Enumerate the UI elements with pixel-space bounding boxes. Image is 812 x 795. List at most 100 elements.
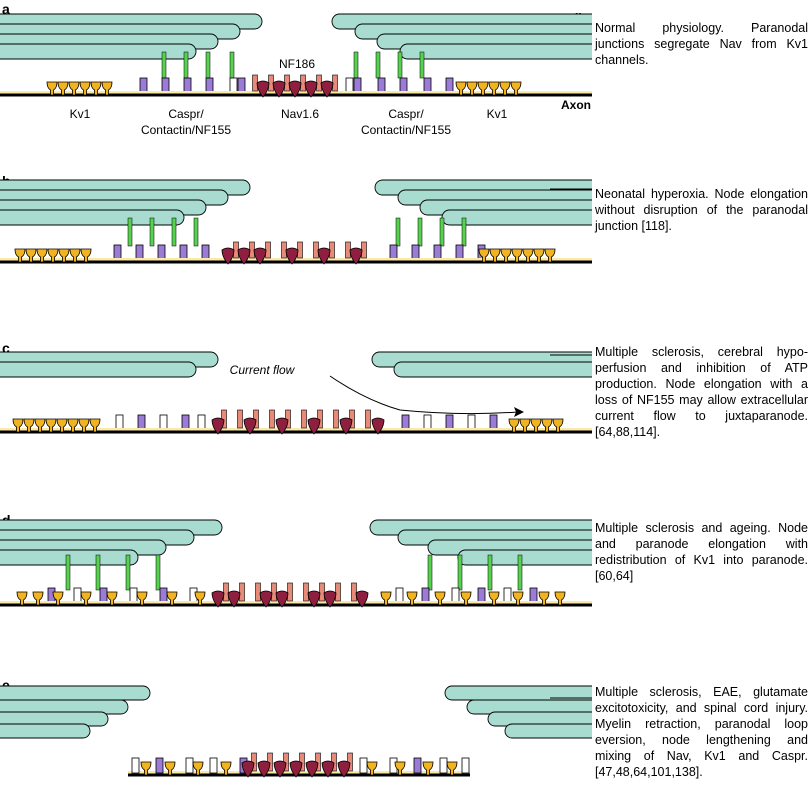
- kv1-channel: [23, 418, 35, 433]
- panel-label-c: c: [2, 340, 10, 356]
- caspr-marker: [389, 244, 398, 261]
- caspr-marker: [445, 77, 454, 94]
- caspr-marker: [157, 244, 166, 261]
- myelin-lamella: [0, 361, 197, 378]
- nav-channel: [337, 760, 351, 778]
- nav-channel: [243, 417, 257, 435]
- kv1-channel: [106, 591, 118, 606]
- nf186-marker: [303, 582, 309, 602]
- paranodal-junction: [193, 217, 199, 247]
- kv1-channel: [422, 761, 434, 776]
- contactin-marker: [115, 414, 124, 431]
- kv1-channel: [366, 761, 378, 776]
- contactin-marker: [423, 414, 432, 431]
- kv1-channel: [57, 81, 69, 96]
- caspr-marker: [421, 587, 430, 604]
- current-flow-arrow: [329, 375, 519, 415]
- caspr-marker: [137, 414, 146, 431]
- myelin-lamella: [0, 43, 197, 60]
- caspr-marker: [205, 77, 214, 94]
- kv1-channel: [32, 591, 44, 606]
- myelin-lamella: [457, 549, 592, 566]
- kv1-channel: [14, 248, 26, 263]
- caspr-label-right-1: Caspr/: [388, 107, 424, 121]
- paranodal-junction: [161, 51, 167, 79]
- nav-channel: [285, 247, 299, 265]
- nav-channel: [273, 760, 287, 778]
- caspr-marker: [237, 77, 246, 94]
- kv1-channel: [533, 248, 545, 263]
- panel-label-a: a: [2, 1, 10, 17]
- paranodal-junction: [95, 554, 101, 591]
- caspr-marker: [139, 77, 148, 94]
- nav-channel: [275, 417, 289, 435]
- paranodal-junction: [127, 217, 133, 247]
- caspr-marker: [179, 244, 188, 261]
- kv1-channel: [522, 248, 534, 263]
- paranodal-junction: [419, 51, 425, 79]
- kv1-channel: [500, 248, 512, 263]
- caspr-marker: [529, 587, 538, 604]
- kv1-label-left: Kv1: [70, 107, 91, 121]
- paranodal-junction: [457, 554, 463, 591]
- myelin-lamella: [0, 711, 109, 727]
- myelin-lamella: [0, 723, 91, 739]
- caspr-marker: [433, 244, 442, 261]
- kv1-channel: [510, 81, 522, 96]
- contactin-marker: [131, 757, 140, 774]
- caspr-marker: [155, 757, 164, 774]
- caspr-label-left-2: Contactin/NF155: [141, 123, 231, 137]
- nf186-marker: [269, 409, 275, 429]
- kv1-channel: [511, 248, 523, 263]
- myelin-lamella: [0, 209, 185, 226]
- kv1-channel: [541, 418, 553, 433]
- paranodal-junction: [427, 554, 433, 591]
- paranodal-junction: [461, 217, 467, 247]
- caspr-marker: [183, 77, 192, 94]
- nf186-marker: [333, 409, 339, 429]
- contactin-marker: [73, 587, 82, 604]
- caption-a: Normal physiology. Paranodal junctions s…: [595, 21, 808, 67]
- myelin-lamella: [487, 711, 592, 727]
- nav-channel: [275, 590, 289, 608]
- nav-channel: [323, 590, 337, 608]
- caspr-marker: [181, 414, 190, 431]
- paranodal-junction: [395, 217, 401, 247]
- kv1-channel: [36, 248, 48, 263]
- kv1-channel: [101, 81, 113, 96]
- kv1-channel: [446, 761, 458, 776]
- kv1-channel: [56, 418, 68, 433]
- contactin-marker: [439, 757, 448, 774]
- paranodal-junction: [353, 51, 359, 79]
- nav-channel: [211, 590, 225, 608]
- kv1-channel: [406, 591, 418, 606]
- nf186-marker: [335, 582, 341, 602]
- contactin-marker: [185, 757, 194, 774]
- contactin-marker: [229, 77, 238, 94]
- nav-channel: [321, 760, 335, 778]
- kv1-channel: [45, 418, 57, 433]
- caspr-marker: [399, 77, 408, 94]
- caspr-label-right-2: Contactin/NF155: [361, 123, 451, 137]
- paranodal-junction: [439, 217, 445, 247]
- nav-channel: [211, 417, 225, 435]
- kv1-channel: [380, 591, 392, 606]
- contactin-marker: [461, 757, 470, 774]
- kv1-channel: [25, 248, 37, 263]
- paranodal-junction: [375, 51, 381, 79]
- caspr-marker: [159, 587, 168, 604]
- nav-channel: [221, 247, 235, 265]
- nav-channel: [339, 417, 353, 435]
- myelin-lamella: [466, 699, 592, 715]
- nav-channel: [227, 590, 241, 608]
- paranodal-junction: [487, 554, 493, 591]
- contactin-marker: [159, 414, 168, 431]
- kv1-channel: [477, 81, 489, 96]
- myelin-lamella: [504, 723, 592, 739]
- kv1-channel: [192, 761, 204, 776]
- nf186-marker: [237, 409, 243, 429]
- axon-membrane: [0, 258, 592, 262]
- paranodal-junction: [155, 554, 161, 591]
- nf186-marker: [301, 409, 307, 429]
